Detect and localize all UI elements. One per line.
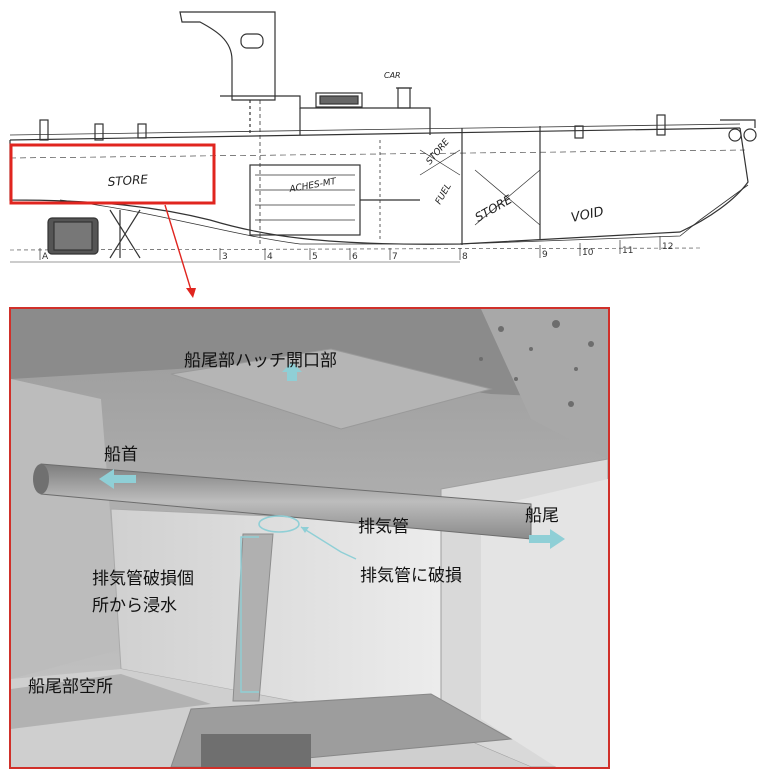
flooding-bracket [240,536,259,693]
drawing-label-store-mid: STORE [425,137,452,167]
frame-number: 8 [462,252,468,262]
interior-photo: 船尾部ハッチ開口部 船首 排気管 船尾 排気管に破損 排気管破損個 所から浸水 … [9,307,610,769]
label-flooding-line1: 排気管破損個 [92,569,194,589]
frame-number: 11 [622,246,633,256]
highlight-box [9,143,216,205]
deck-line [9,127,741,141]
label-hatch-opening: 船尾部ハッチ開口部 [184,351,337,371]
pointer-arrowhead [186,288,196,298]
label-stern: 船尾 [525,506,559,526]
frame-number: A [42,252,49,262]
ship-profile-drawing: STORE ACHES-MT CAR FUEL STORE STORE VOID… [9,11,757,298]
damage-marker [258,515,300,533]
hatch-arrow [282,362,302,381]
drawing-label-engine: ACHES-MT [288,177,339,195]
bow-arrow [99,469,136,489]
interior-photo-scene [11,309,608,767]
label-exhaust-damage: 排気管に破損 [360,566,462,586]
wheelhouse [179,11,276,101]
frame-number: 5 [312,252,318,262]
drawing-label-fuel: FUEL [434,182,454,206]
pointer-arrow [164,204,192,291]
frame-number: 4 [267,252,273,262]
label-stern-void: 船尾部空所 [28,677,113,697]
frame-number: 10 [582,248,594,258]
label-flooding-line2: 所から浸水 [92,596,177,616]
label-exhaust-pipe: 排気管 [358,517,409,537]
frame-number: 6 [352,252,358,262]
drawing-label-store-aft: STORE [107,172,149,189]
frame-number: 7 [392,252,398,262]
drawing-label-store-fwd: STORE [473,192,515,224]
stern-arrow [529,529,565,549]
engine-block [249,164,361,236]
frame-number: 9 [542,250,548,260]
frame-number: 12 [662,242,673,252]
label-bow: 船首 [104,445,138,465]
damage-leader [300,526,357,560]
drawing-label-car: CAR [384,71,401,80]
drawing-label-void: VOID [570,204,605,226]
frame-number: 3 [222,252,228,262]
